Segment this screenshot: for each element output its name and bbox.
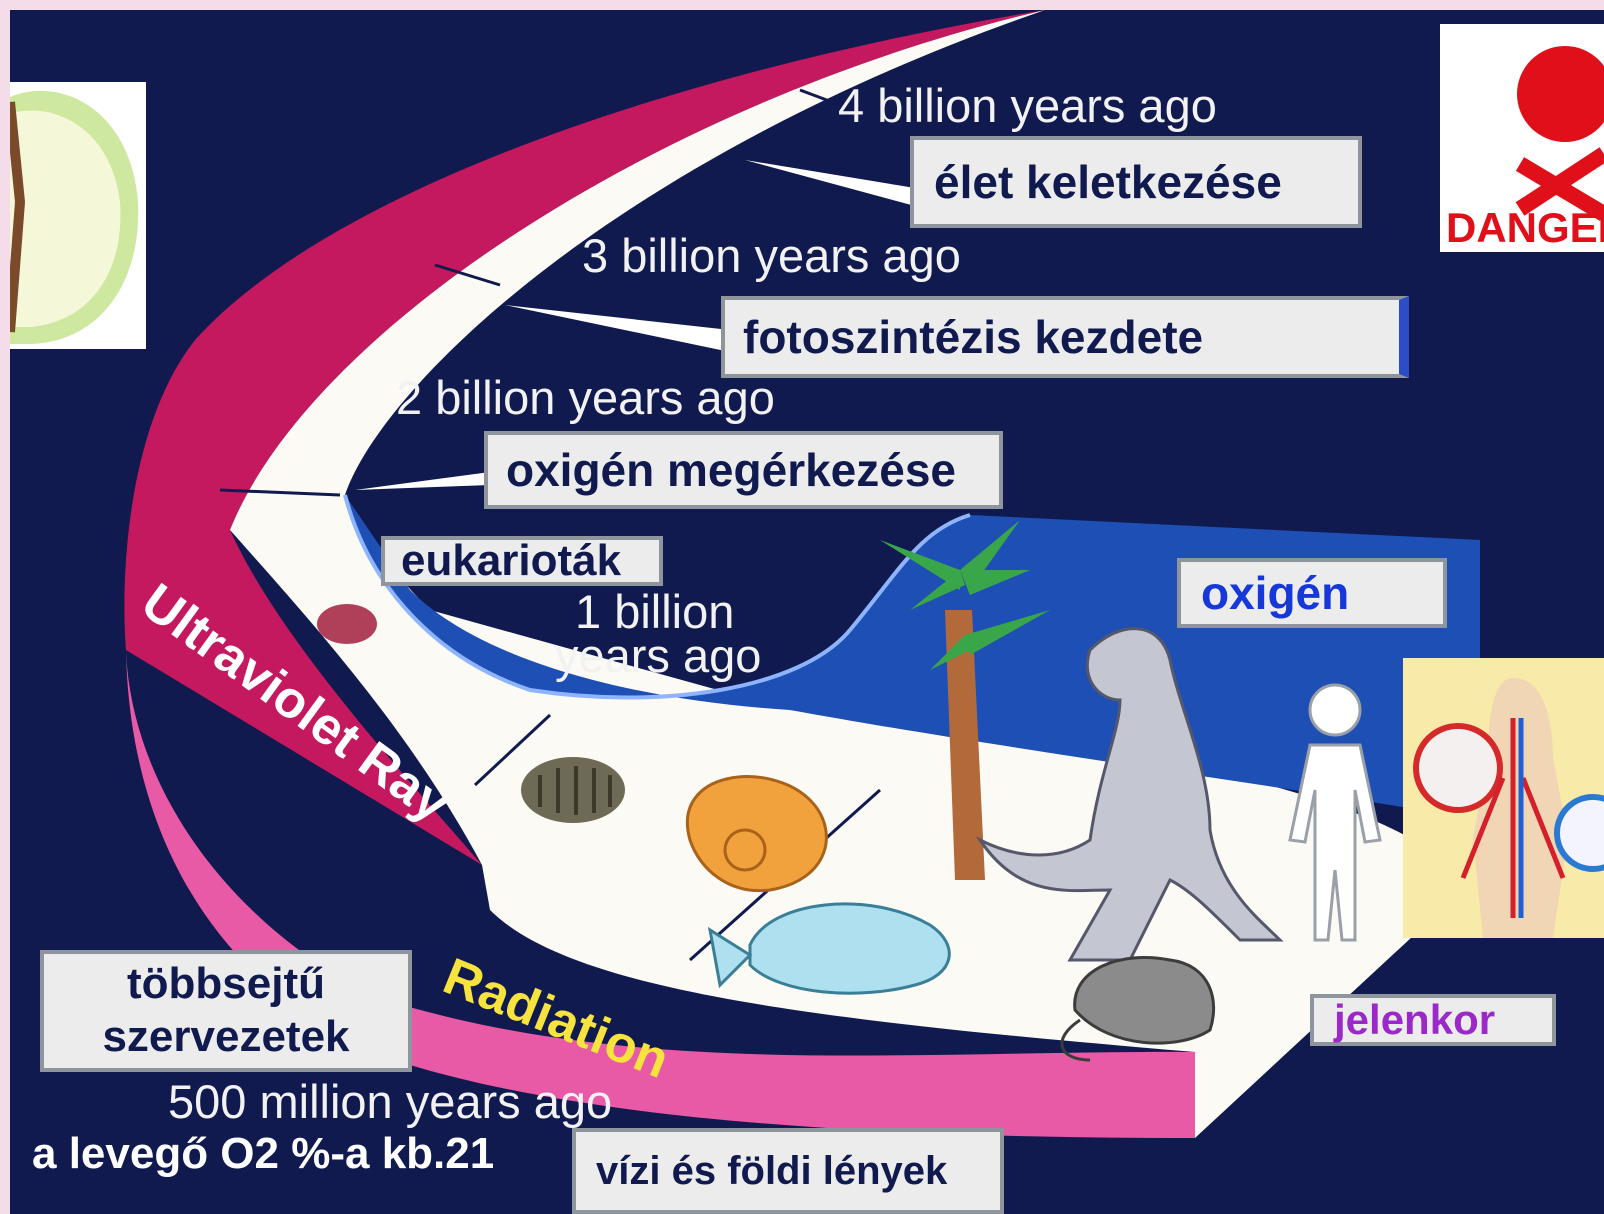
label-tobbsejtu-line1: többsejtű: [127, 958, 325, 1011]
year-label-2-billion: 2 billion years ago: [396, 374, 775, 421]
label-oxigen-text: oxigén: [1201, 570, 1349, 616]
label-elet-text: élet keletkezése: [934, 159, 1282, 205]
label-fotoszintezis-kezdete: fotoszintézis kezdete: [721, 296, 1409, 378]
label-eukariotak-text: eukarioták: [401, 539, 621, 583]
label-oxigen: oxigén: [1177, 558, 1447, 628]
label-tobbsejtu-line2: szervezetek: [102, 1011, 349, 1064]
year-label-3-billion: 3 billion years ago: [582, 232, 961, 279]
danger-sign-image: DANGER: [1440, 24, 1604, 252]
year-label-1-billion-line2: years ago: [555, 632, 761, 679]
trilobite-icon: [521, 757, 625, 823]
label-vizi-es-foldi-lenyek: vízi és földi lények: [572, 1128, 1004, 1214]
label-elet-keletkezese: élet keletkezése: [910, 136, 1362, 228]
apple-image: [10, 82, 146, 349]
year-label-1-billion-line1: 1 billion: [575, 588, 734, 635]
label-oxigen-meg-text: oxigén megérkezése: [506, 447, 956, 493]
label-oxigen-megerkezese: oxigén megérkezése: [484, 431, 1003, 509]
label-tobbsejtu-szervezetek: többsejtű szervezetek: [40, 950, 412, 1072]
label-eukariotak: eukarioták: [381, 536, 663, 586]
label-foto-text: fotoszintézis kezdete: [743, 314, 1203, 360]
cell-icon: [317, 604, 377, 644]
year-label-4-billion: 4 billion years ago: [838, 82, 1217, 129]
danger-text: DANGER: [1446, 204, 1604, 251]
evolution-diagram: Ultraviolet Ray Radiation DANGER: [10, 10, 1604, 1214]
respiration-chart-image: [1403, 658, 1604, 938]
label-jelenkor: jelenkor: [1310, 994, 1556, 1046]
year-label-500-million: 500 million years ago: [168, 1078, 612, 1125]
label-jelenkor-text: jelenkor: [1334, 999, 1495, 1041]
label-levego-o2: a levegő O2 %-a kb.21: [32, 1132, 494, 1176]
label-vizi-text: vízi és földi lények: [596, 1151, 947, 1191]
